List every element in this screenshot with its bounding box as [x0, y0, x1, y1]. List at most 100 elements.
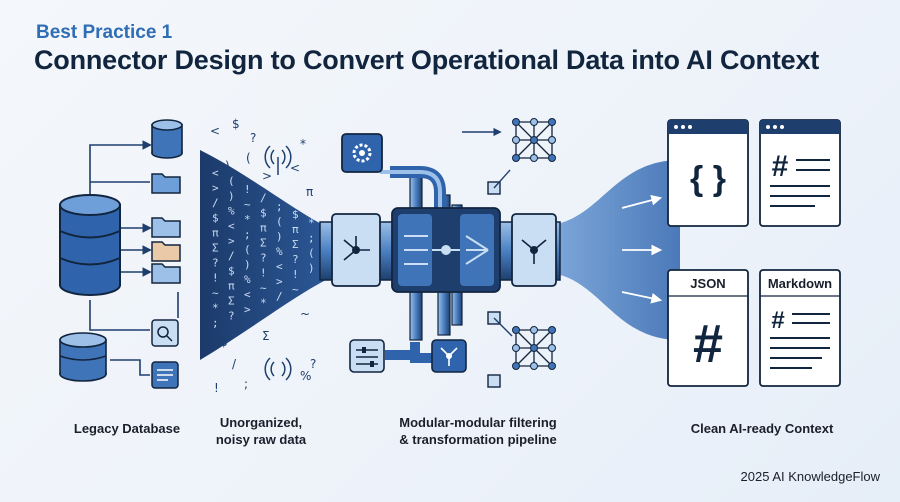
noise-glyph: π — [306, 185, 313, 199]
noise-glyph: ~ — [292, 283, 299, 296]
noise-glyph: ! — [292, 268, 299, 281]
transform-node-icon — [431, 339, 467, 373]
noise-glyph: / — [260, 191, 267, 204]
noise-glyph: ) — [276, 230, 283, 243]
output-card-json: JSON # — [667, 269, 749, 387]
noise-glyph: % — [228, 205, 235, 218]
noise-glyph: % — [300, 369, 311, 383]
bottom-pipes — [385, 342, 432, 363]
graph-node — [530, 344, 538, 352]
graph-node — [512, 136, 520, 144]
network-graph-bottom-icon — [512, 326, 556, 370]
graph-edge — [533, 347, 553, 367]
graph-edge — [515, 329, 535, 349]
noise-glyph: ! — [260, 266, 267, 279]
connector-module-left — [331, 213, 381, 287]
noise-glyph: Σ — [262, 329, 270, 343]
graph-node — [548, 326, 556, 334]
graph-edge — [533, 121, 553, 141]
legacy-database-label: Legacy Database — [73, 421, 181, 436]
output-card-hash-top: # — [759, 119, 841, 227]
pipeline-label-line1: Modular-modular filtering — [399, 415, 557, 430]
graph-edge — [515, 139, 535, 159]
noise-glyph: ~ — [212, 286, 219, 299]
noise-glyph: ; — [308, 231, 315, 244]
noise-glyph: / — [212, 196, 219, 209]
graph-node — [512, 326, 520, 334]
noise-glyph: > — [276, 275, 283, 288]
noise-glyph: Σ — [212, 241, 219, 254]
noise-glyph: / — [276, 290, 283, 303]
noise-glyph: $ — [212, 211, 219, 224]
connector-module-right — [511, 213, 557, 287]
legacy-database-cluster — [89, 140, 179, 376]
hash-glyph: # — [693, 314, 723, 374]
noise-glyph: / — [228, 250, 235, 263]
noise-glyph: < — [228, 220, 235, 233]
graph-node — [512, 344, 520, 352]
noise-glyph: π — [292, 223, 299, 236]
gear-icon — [341, 133, 383, 173]
noise-glyph: ~ — [300, 307, 310, 321]
noise-glyph: > — [212, 181, 219, 194]
noise-glyph: * — [260, 296, 267, 309]
graph-node — [530, 326, 538, 334]
graph-node — [530, 362, 538, 370]
braces-glyph: { } — [690, 160, 726, 198]
noise-glyph: ? — [250, 131, 256, 145]
list-document-icon — [151, 361, 179, 389]
noise-glyph: % — [276, 245, 283, 258]
raw-data-label: Unorganized, noisy raw data — [196, 414, 326, 448]
graph-node — [530, 118, 538, 126]
page-title: Connector Design to Convert Operational … — [34, 45, 820, 75]
folder-icon — [151, 173, 181, 284]
noise-glyph: ; — [244, 228, 251, 241]
noise-glyph: $ — [228, 265, 235, 278]
noise-glyph: < — [276, 260, 283, 273]
graph-node — [512, 154, 520, 162]
signal-icon — [264, 145, 292, 381]
output-arrows — [621, 194, 663, 304]
small-database-icon-bottom — [59, 332, 107, 382]
noise-glyph: Σ — [228, 295, 235, 308]
funnel-glyphs: <>/$πΣ?!~*;()%<>/$πΣ?!~*;()%<>/$πΣ?!~*;(… — [212, 166, 315, 329]
noise-glyph: $ — [292, 208, 299, 221]
hash-glyph: # — [772, 150, 789, 183]
noise-glyph: ? — [212, 256, 219, 269]
noise-glyph: $ — [232, 117, 240, 131]
small-database-icon-top — [151, 119, 183, 159]
graph-node — [530, 136, 538, 144]
noise-glyph: * — [300, 137, 306, 151]
noise-glyph: π — [212, 226, 219, 239]
graph-edge — [533, 139, 553, 159]
noise-glyph: > — [228, 235, 235, 248]
noise-glyph: ( — [246, 151, 251, 165]
graph-node — [548, 136, 556, 144]
markdown-label: Markdown — [768, 276, 832, 291]
graph-node — [512, 362, 520, 370]
noise-scatter: < $? *) > π!;% / Σ ~ ( < $? — [210, 117, 316, 395]
context-label: Clean AI-ready Context — [690, 421, 834, 436]
graph-node — [548, 344, 556, 352]
noise-glyph: ; — [244, 377, 248, 391]
noise-glyph: > — [262, 169, 272, 183]
noise-glyph: * — [308, 216, 315, 229]
raw-data-label-line1: Unorganized, — [219, 415, 303, 430]
pipeline-label-line2: & transformation pipeline — [399, 432, 557, 447]
noise-glyph: $ — [220, 335, 228, 349]
noise-glyph: > — [244, 303, 251, 316]
noise-glyph: π — [260, 221, 267, 234]
graph-edge — [515, 121, 535, 141]
pipeline-label: Modular-modular filtering & transformati… — [378, 414, 578, 448]
noise-glyph: ) — [228, 190, 235, 203]
main-database-icon — [59, 194, 121, 296]
noise-glyph: ~ — [260, 281, 267, 294]
raw-data-label-line2: noisy raw data — [215, 432, 307, 447]
graph-node — [548, 154, 556, 162]
noise-glyph: * — [244, 213, 251, 226]
output-flow-band — [540, 160, 680, 340]
noise-glyph: ( — [244, 243, 251, 256]
pipeline-side-arrows — [462, 127, 513, 337]
noise-glyph: Σ — [292, 238, 299, 251]
